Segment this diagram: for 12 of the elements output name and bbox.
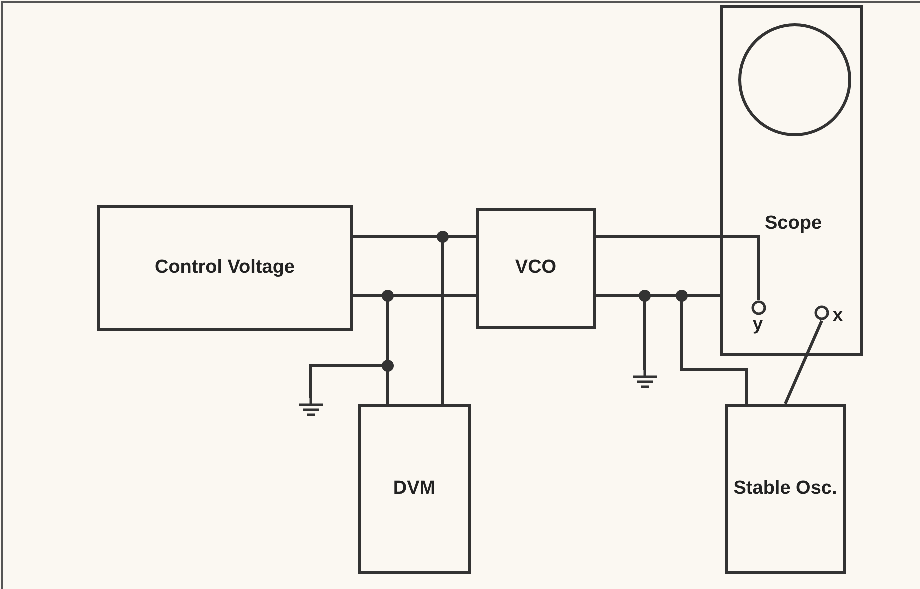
control-voltage-box: Control Voltage [97,205,353,331]
vco-box: VCO [476,208,596,329]
input-terminal: x [811,305,845,321]
wire [784,320,824,405]
ground-symbol [296,398,326,418]
stable-oscillator-box: Stable Osc. [725,404,846,574]
ground-symbol [630,370,660,390]
input-terminal: y [748,300,770,340]
wire [596,236,760,300]
oscilloscope-box [720,5,863,356]
scope-label: Scope [765,213,822,236]
dvm-box: DVM [358,404,471,574]
